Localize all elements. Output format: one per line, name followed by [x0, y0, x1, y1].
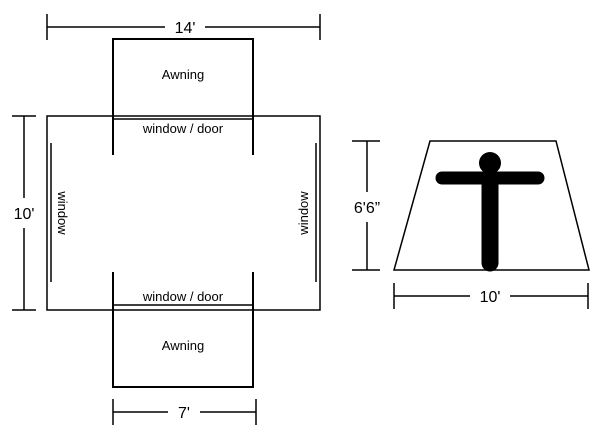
person-icon	[435, 152, 545, 272]
elevation-view: 6'6” 10'	[352, 140, 590, 309]
window-door-bottom-label: window / door	[142, 289, 224, 304]
depth-dim-label: 10'	[14, 206, 35, 223]
awning-dim-label: 7'	[178, 405, 190, 422]
awning-bottom: Awning	[112, 272, 254, 388]
width-dim-label: 14'	[175, 20, 196, 37]
awning-bottom-label: Awning	[162, 338, 204, 353]
person-head	[479, 152, 501, 174]
height-dimension: 6'6”	[352, 140, 380, 271]
window-right-label: window	[296, 191, 311, 236]
height-dim-label: 6'6”	[354, 200, 380, 217]
awning-top-label: Awning	[162, 67, 204, 82]
window-left: window	[50, 143, 70, 282]
awning-top: Awning	[112, 38, 254, 155]
depth-dimension: 10'	[12, 115, 36, 311]
tent-elevation-outline	[393, 140, 590, 271]
awning-top-outline	[112, 38, 254, 155]
window-door-top-label: window / door	[142, 121, 224, 136]
awning-bottom-outline	[112, 272, 254, 388]
window-left-label: window	[55, 190, 70, 235]
awning-width-dimension: 7'	[112, 399, 257, 425]
window-door-top: window / door	[113, 118, 253, 136]
floor-plan-room	[46, 115, 321, 311]
window-right: window	[296, 143, 317, 282]
elev-width-label: 10'	[480, 289, 501, 306]
window-door-bottom: window / door	[113, 289, 253, 306]
elevation-width-dimension: 10'	[393, 283, 589, 309]
width-dimension: 14'	[46, 14, 321, 40]
